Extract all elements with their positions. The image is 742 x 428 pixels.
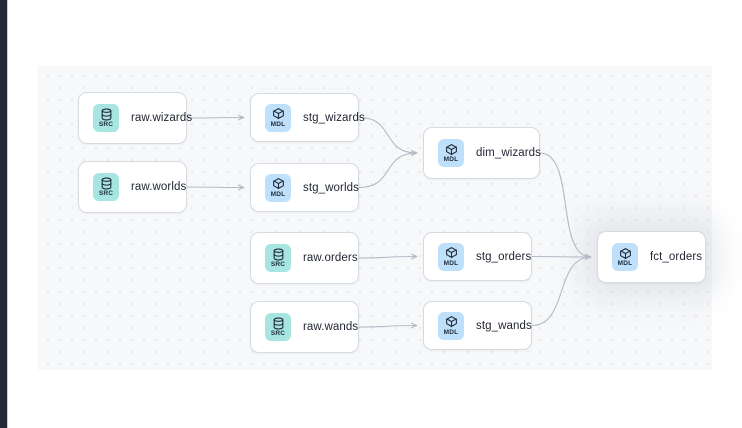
database-icon (272, 317, 285, 330)
node-type-label: MDL (443, 259, 459, 267)
node-label: raw.worlds (131, 181, 187, 193)
graph-node-fct-orders[interactable]: MDL fct_orders (597, 231, 706, 283)
database-icon (100, 177, 113, 190)
cube-icon (619, 247, 632, 260)
node-label: stg_wizards (303, 111, 365, 124)
node-label: fct_orders (650, 251, 703, 263)
graph-node-raw-wizards[interactable]: SRC raw.wizards (78, 92, 192, 144)
node-label: raw.wizards (131, 112, 193, 124)
app-sidebar-divider (7, 0, 8, 428)
node-type-badge-mdl: MDL (265, 173, 291, 202)
node-type-badge-mdl: MDL (265, 103, 291, 132)
node-type-label: MDL (617, 260, 633, 267)
graph-node-raw-worlds[interactable]: SRC raw.worlds (78, 161, 187, 213)
cube-icon (445, 246, 458, 259)
database-icon (272, 248, 285, 261)
node-type-badge-mdl: MDL (612, 243, 638, 271)
graph-node-stg-worlds[interactable]: MDL stg_worlds (250, 163, 359, 212)
cube-icon (445, 315, 458, 328)
app-sidebar-rail (0, 0, 7, 428)
database-icon (100, 108, 113, 121)
node-type-label: SRC (270, 261, 286, 268)
node-type-badge-mdl: MDL (438, 139, 464, 167)
graph-node-raw-wands[interactable]: SRC raw.wands (250, 301, 359, 353)
cube-icon (272, 177, 285, 190)
node-label: stg_wands (476, 319, 532, 332)
node-type-label: MDL (270, 190, 286, 198)
node-type-label: MDL (443, 328, 459, 336)
node-type-badge-src: SRC (265, 313, 291, 341)
node-label: dim_wizards (476, 147, 542, 159)
node-type-label: SRC (98, 190, 114, 197)
node-type-badge-src: SRC (265, 244, 291, 272)
node-type-label: MDL (443, 156, 459, 163)
node-type-label: MDL (270, 120, 286, 128)
node-type-badge-src: SRC (93, 104, 119, 132)
node-type-badge-mdl: MDL (438, 242, 464, 271)
node-label: raw.wands (303, 321, 359, 333)
cube-icon (445, 143, 458, 156)
node-label: raw.orders (303, 252, 358, 264)
graph-node-raw-orders[interactable]: SRC raw.orders (250, 232, 359, 284)
node-type-label: SRC (270, 330, 286, 337)
node-label: stg_worlds (303, 181, 359, 194)
node-type-badge-src: SRC (93, 173, 119, 201)
node-type-label: SRC (98, 121, 114, 128)
graph-node-dim-wizards[interactable]: MDL dim_wizards (423, 127, 542, 179)
cube-icon (272, 107, 285, 120)
graph-node-stg-orders[interactable]: MDL stg_orders (423, 232, 532, 281)
graph-node-stg-wands[interactable]: MDL stg_wands (423, 301, 532, 350)
node-type-badge-mdl: MDL (438, 311, 464, 340)
graph-node-stg-wizards[interactable]: MDL stg_wizards (250, 93, 365, 142)
node-label: stg_orders (476, 250, 532, 263)
